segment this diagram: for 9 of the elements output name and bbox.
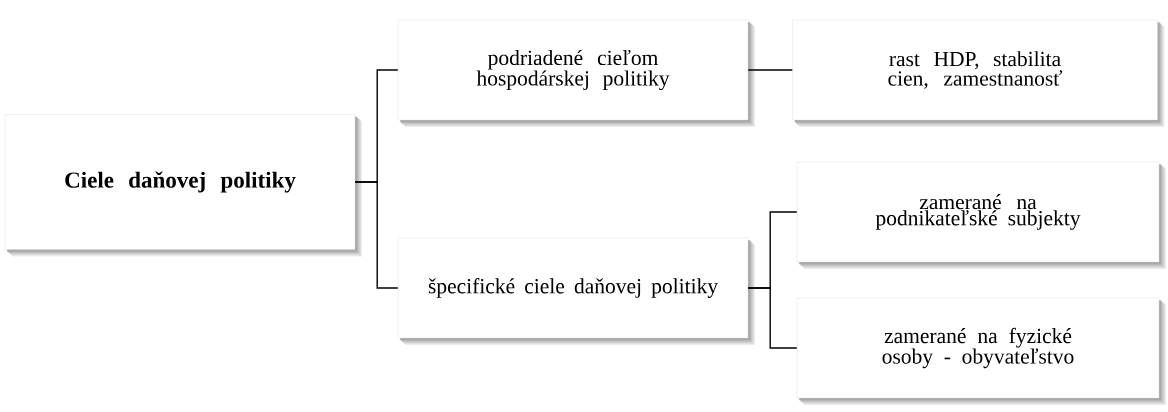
connector: [354, 181, 399, 289]
text-box: zamerané na podnikateľské subjekty: [796, 161, 1166, 269]
text-box: zamerané na fyzické osoby - obyvateľstvo: [796, 297, 1166, 405]
connector: [747, 287, 798, 349]
text-box: rast HDP, stabilita cien, zamestnanosť: [792, 19, 1165, 127]
text-box: podriadené cieľom hospodárskej politiky: [397, 19, 755, 127]
connector: [747, 69, 793, 71]
text-box: špecifické ciele daňovej politiky: [397, 237, 755, 345]
text-box: Ciele daňovej politiky: [4, 114, 362, 257]
